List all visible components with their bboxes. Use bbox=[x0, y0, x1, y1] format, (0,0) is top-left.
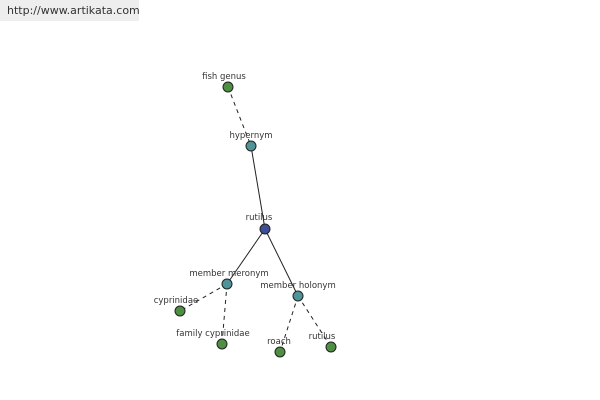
node-label-rutilus-leaf: rutilus bbox=[309, 332, 336, 342]
source-url-banner[interactable]: http://www.artikata.com bbox=[0, 0, 140, 21]
node-dot-cyprinidae[interactable] bbox=[174, 305, 186, 317]
node-label-member-holonym: member holonym bbox=[260, 281, 335, 291]
graph-edges bbox=[179, 86, 332, 353]
node-label-cyprinidae: cyprinidae bbox=[154, 296, 199, 306]
node-member-meronym[interactable]: member meronym bbox=[189, 269, 269, 290]
source-url-text: http://www.artikata.com bbox=[7, 4, 140, 17]
edge-member-holonym-to-roach bbox=[279, 295, 299, 353]
edge-fish-genus-to-hypernym bbox=[227, 86, 252, 147]
edge-member-meronym-to-family-cyprinidae bbox=[221, 283, 228, 345]
node-label-roach: roach bbox=[267, 337, 291, 347]
edge-hypernym-to-rutilus bbox=[250, 145, 266, 230]
edge-member-holonym-to-rutilus-leaf bbox=[297, 295, 332, 348]
node-label-family-cyprinidae: family cyprinidae bbox=[176, 329, 249, 339]
node-member-holonym[interactable]: member holonym bbox=[260, 281, 336, 302]
node-label-member-meronym: member meronym bbox=[189, 269, 268, 279]
node-dot-member-holonym[interactable] bbox=[292, 290, 304, 302]
node-rutilus-leaf[interactable]: rutilus bbox=[309, 332, 337, 353]
node-fish-genus[interactable]: fish genus bbox=[202, 72, 246, 93]
node-hypernym[interactable]: hypernym bbox=[229, 131, 273, 152]
node-dot-rutilus-leaf[interactable] bbox=[325, 341, 337, 353]
node-dot-family-cyprinidae[interactable] bbox=[216, 338, 228, 350]
node-family-cyprinidae[interactable]: family cyprinidae bbox=[176, 329, 250, 350]
edge-rutilus-to-member-holonym bbox=[264, 228, 299, 297]
edge-member-meronym-to-cyprinidae bbox=[179, 283, 228, 312]
node-dot-rutilus[interactable] bbox=[259, 223, 271, 235]
edge-rutilus-to-member-meronym bbox=[226, 228, 266, 285]
node-dot-hypernym[interactable] bbox=[245, 140, 257, 152]
node-label-fish-genus: fish genus bbox=[202, 72, 246, 82]
node-dot-member-meronym[interactable] bbox=[221, 278, 233, 290]
graph-nodes: fish genus hypernym rutilus member meronym m… bbox=[154, 72, 337, 358]
node-cyprinidae[interactable]: cyprinidae bbox=[154, 296, 199, 317]
node-dot-roach[interactable] bbox=[274, 346, 286, 358]
node-rutilus[interactable]: rutilus bbox=[246, 213, 273, 235]
node-label-hypernym: hypernym bbox=[229, 131, 272, 141]
node-label-rutilus: rutilus bbox=[246, 213, 273, 223]
node-roach[interactable]: roach bbox=[267, 337, 291, 358]
node-dot-fish-genus[interactable] bbox=[222, 81, 234, 93]
